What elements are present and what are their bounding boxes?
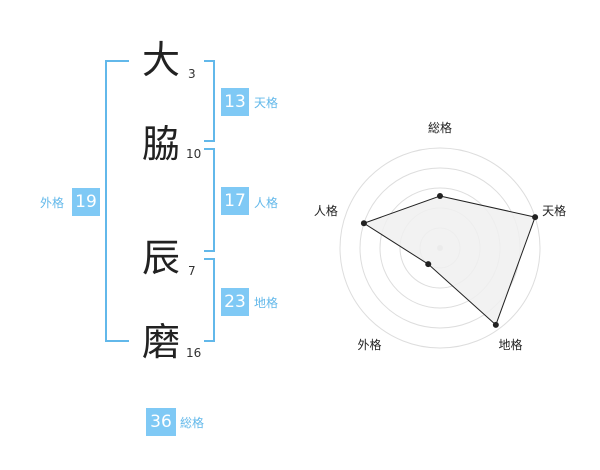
jinkaku-bracket	[204, 148, 215, 252]
name-char-2: 脇	[141, 122, 180, 166]
radar-ring	[339, 147, 541, 349]
name-char-1: 大	[141, 38, 180, 82]
jinkaku-label: 人格	[254, 196, 279, 210]
stroke-count-3: 7	[188, 264, 196, 278]
name-char-3: 辰	[141, 236, 180, 280]
soukaku-badge: 36	[146, 408, 176, 436]
chikaku-badge: 23	[221, 288, 249, 316]
chikaku-bracket	[204, 258, 215, 342]
name-char-4: 磨	[141, 320, 180, 364]
radar-point-3	[492, 321, 499, 328]
soukaku-label: 総格	[180, 416, 205, 430]
stroke-count-4: 16	[186, 346, 202, 360]
radar-shape	[360, 193, 539, 328]
radar-axis-label-3: 地格	[499, 337, 523, 352]
radar-point-5	[360, 220, 367, 227]
radar-axis-label-4: 外格	[357, 337, 381, 352]
radar-axis-label-2: 天格	[542, 203, 566, 218]
gaikaku-badge: 19	[72, 188, 100, 216]
gaikaku-label: 外格	[40, 196, 65, 210]
chikaku-label: 地格	[254, 296, 279, 310]
stroke-count-1: 3	[188, 67, 196, 81]
radar-point-1	[437, 193, 443, 199]
tenkaku-badge: 13	[221, 88, 249, 116]
radar-axis-label-1: 総格	[428, 120, 452, 135]
radar-axis-label-5: 人格	[314, 203, 338, 218]
tenkaku-label: 天格	[254, 96, 279, 110]
tenkaku-bracket	[204, 60, 215, 142]
stroke-count-2: 10	[186, 147, 202, 161]
gaikaku-bracket	[105, 60, 129, 342]
radar-point-2	[532, 214, 539, 221]
radar-point-4	[425, 261, 432, 268]
radar-polygon	[362, 195, 536, 326]
jinkaku-badge: 17	[221, 187, 249, 215]
